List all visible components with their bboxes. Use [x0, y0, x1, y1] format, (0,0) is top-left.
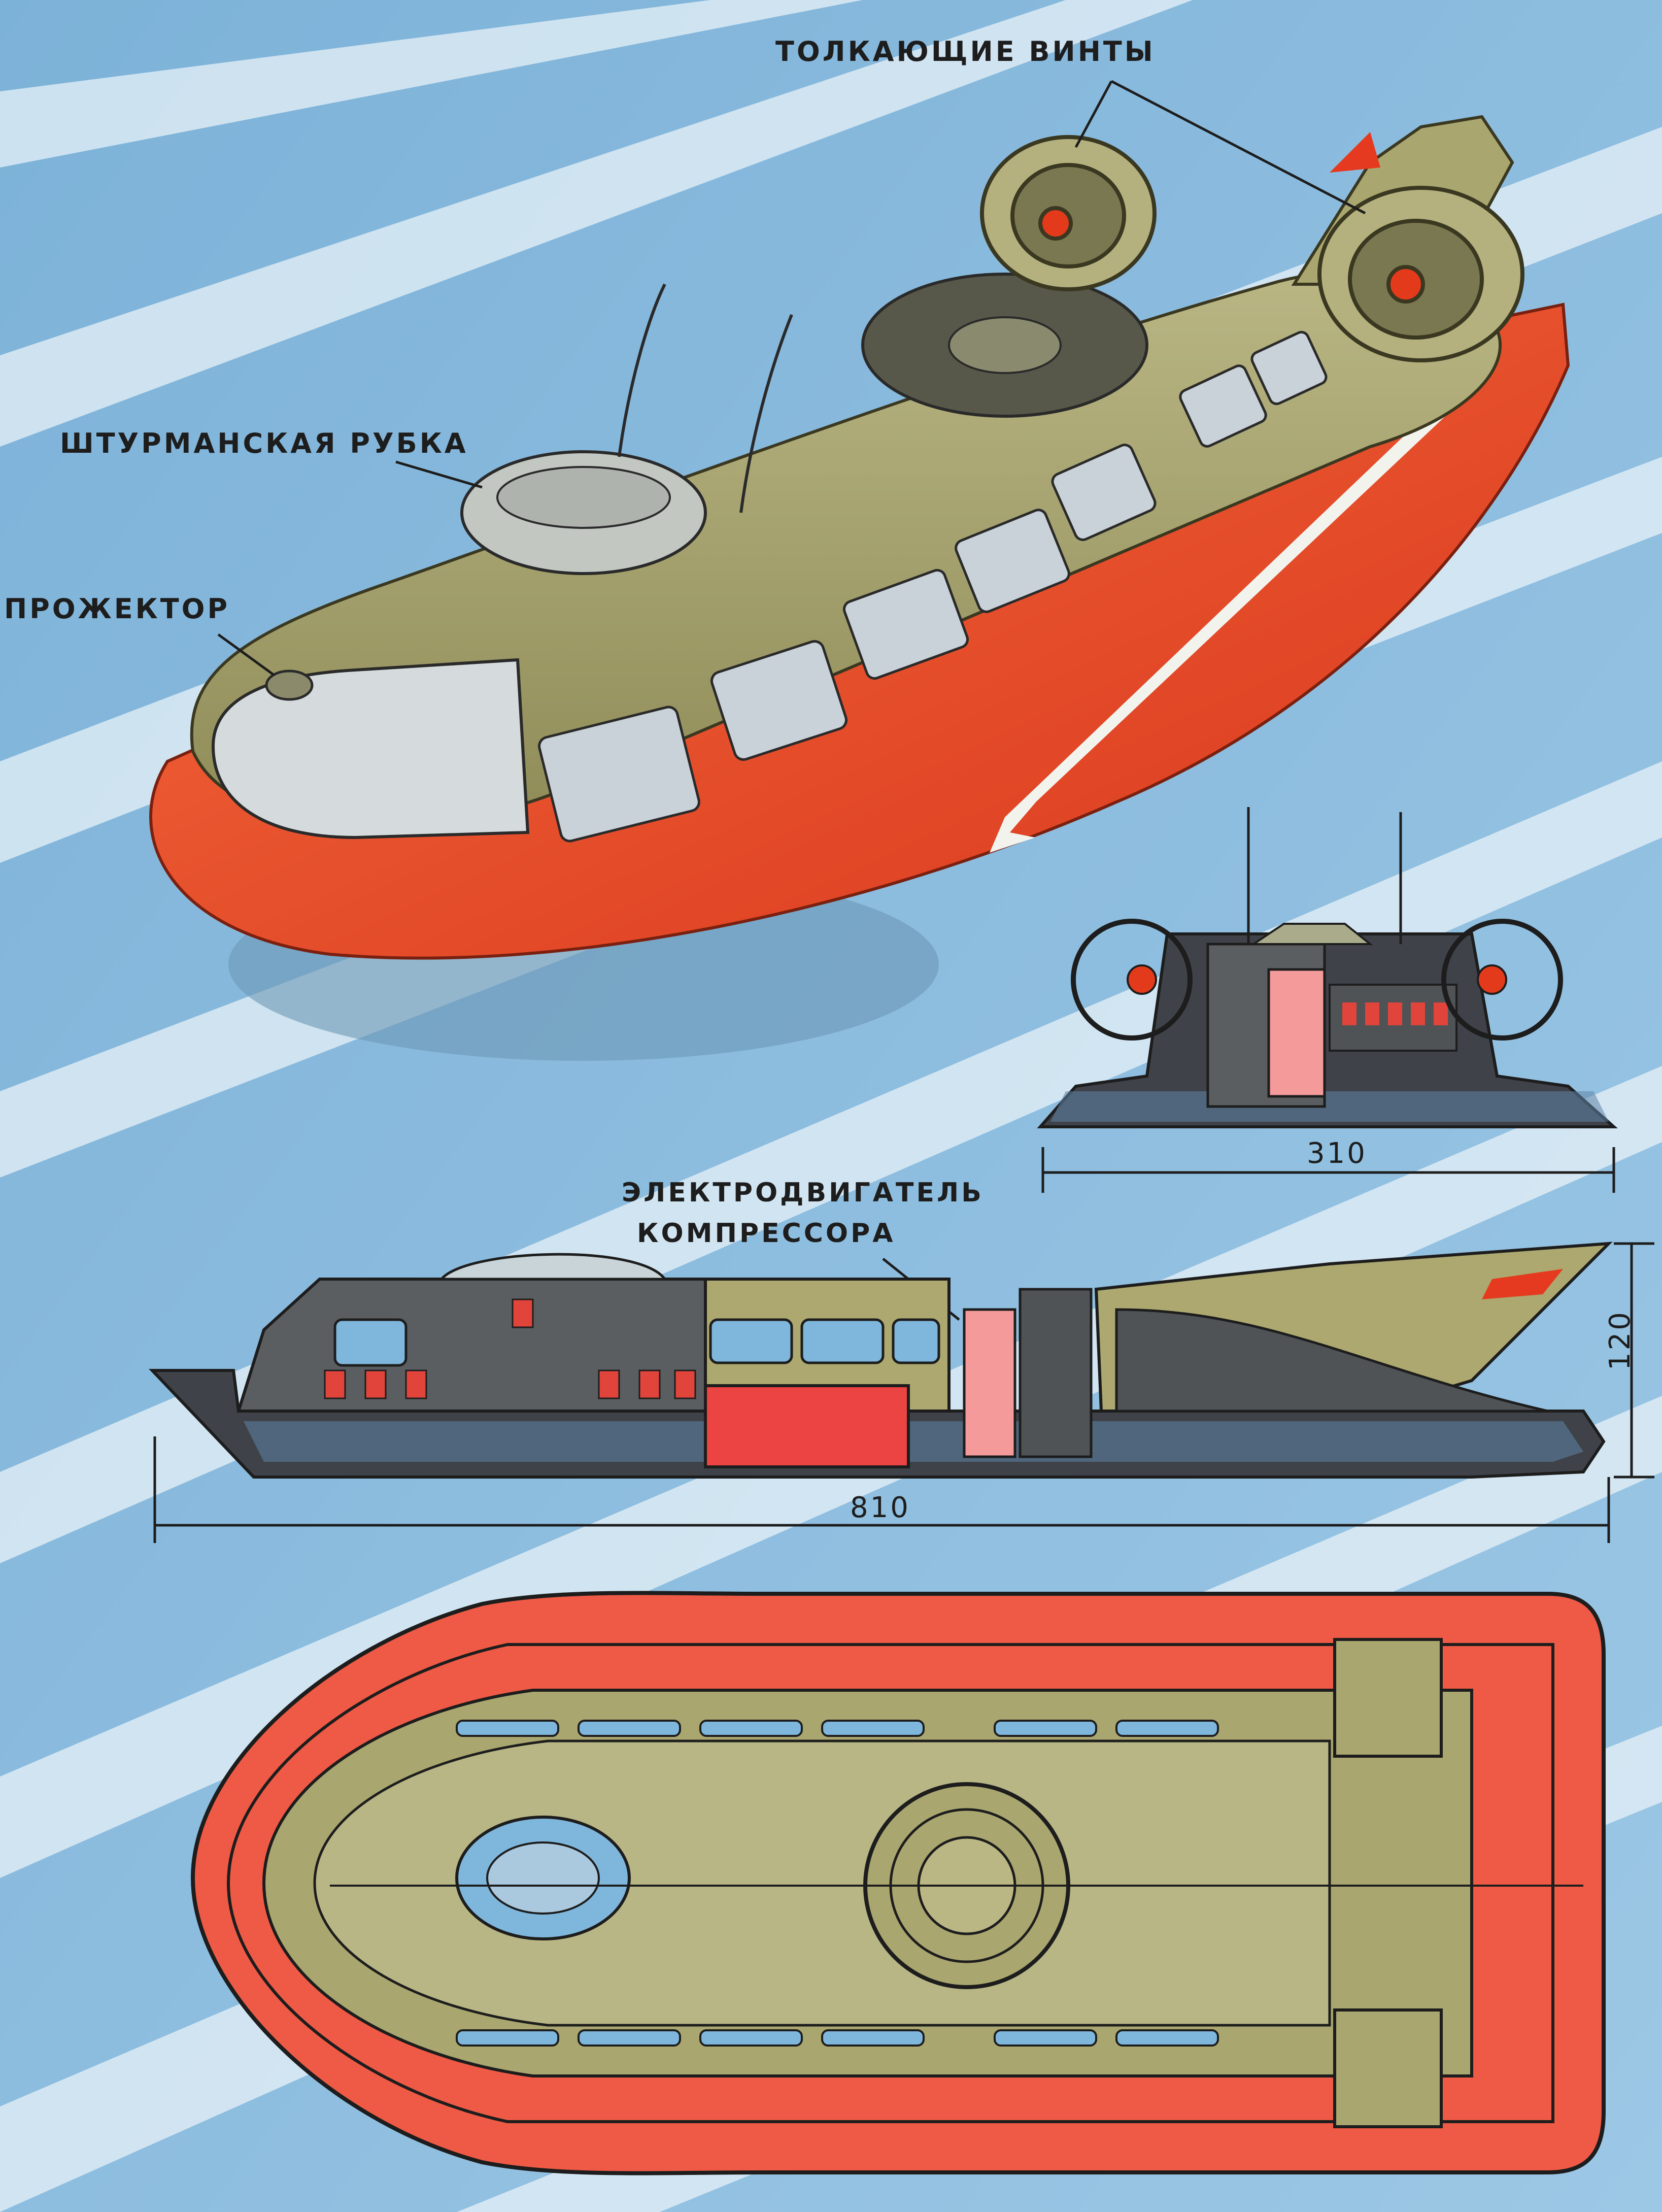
antenna — [618, 283, 666, 457]
callout-searchlight: ПРОЖЕКТОР — [4, 593, 230, 625]
propeller-right — [1317, 186, 1524, 362]
side-motor-block — [963, 1308, 1016, 1458]
front-section-view — [1037, 807, 1618, 1193]
dimension-length-label: 810 — [850, 1491, 910, 1524]
side-red-section — [704, 1384, 910, 1468]
dimension-width-line — [1041, 1147, 1615, 1193]
dimension-width-label: 310 — [1307, 1137, 1367, 1170]
tail-red-mark — [1330, 132, 1380, 173]
top-plan-view — [190, 1591, 1606, 2175]
callout-compressor-motor-line1: ЭЛЕКТРОДВИГАТЕЛЬ — [622, 1178, 984, 1208]
front-windscreen — [211, 658, 530, 840]
side-seats — [324, 1298, 696, 1399]
section-motor-block — [1267, 968, 1326, 1098]
dimension-height-line — [1614, 1242, 1654, 1479]
perspective-view — [149, 80, 1570, 1321]
plan-inner-rim — [226, 1643, 1554, 2123]
dimension-height-label: 120 — [1604, 1310, 1637, 1370]
searchlight-lamp — [265, 669, 314, 701]
plan-propeller-housings — [1333, 1638, 1443, 2128]
dimension-length-line — [153, 1436, 1610, 1543]
side-windows-row — [333, 1318, 940, 1367]
callout-compressor-motor-line2: КОМПРЕССОРА — [637, 1218, 896, 1249]
side-tail-red-mark — [1482, 1269, 1563, 1299]
side-windows — [538, 330, 1328, 843]
propeller-left — [980, 135, 1157, 291]
plan-side-windows — [456, 1720, 1219, 2047]
callout-navigation-cabin: ШТУРМАНСКАЯ РУБКА — [60, 427, 468, 459]
side-cabin — [236, 1278, 707, 1413]
white-stripe — [990, 386, 1462, 853]
side-dome — [438, 1253, 667, 1281]
callout-pushing-propellers: ТОЛКАЮЩИЕ ВИНТЫ — [775, 36, 1156, 68]
front-prop-right — [1441, 919, 1563, 1041]
side-cutaway-view — [149, 1242, 1654, 1543]
front-prop-left — [1071, 919, 1193, 1041]
